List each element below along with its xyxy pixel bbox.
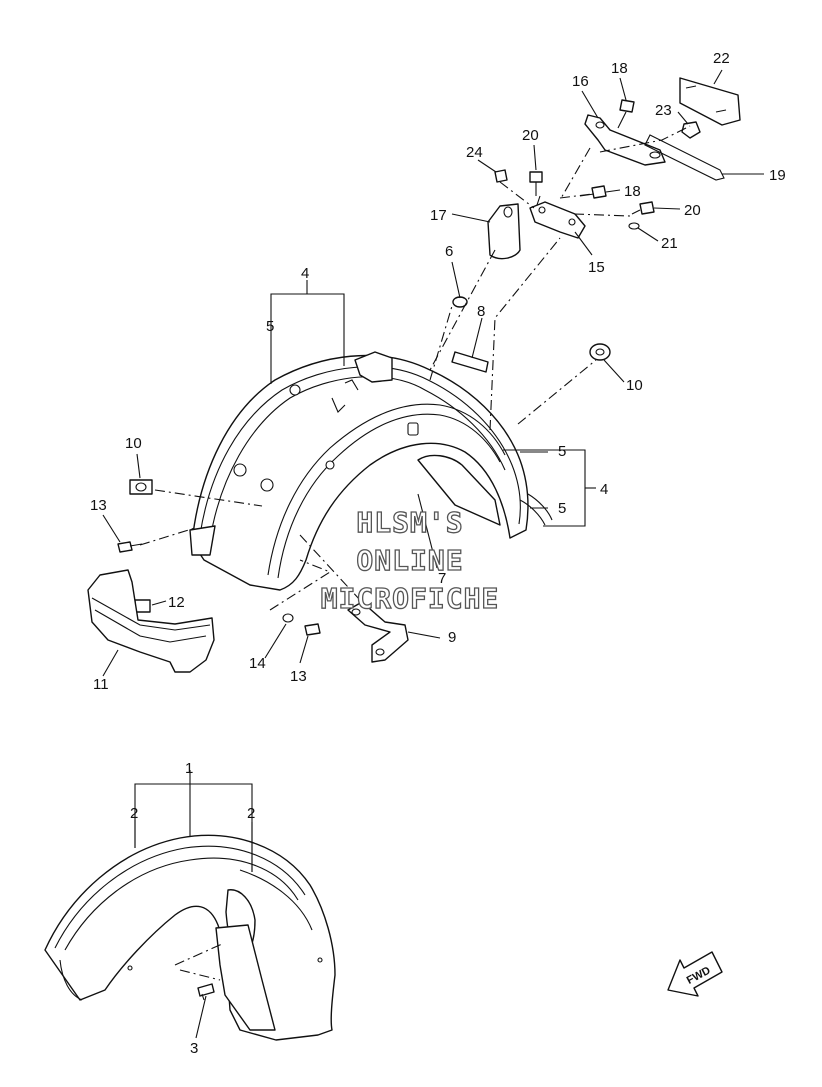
callout-20-top: 20 xyxy=(522,127,539,144)
plate-22 xyxy=(679,77,741,126)
callout-6: 6 xyxy=(445,243,453,260)
callout-5-right-bottom: 5 xyxy=(558,500,566,517)
callout-19: 19 xyxy=(769,167,786,184)
callout-15: 15 xyxy=(588,259,605,276)
washer-14 xyxy=(282,613,294,623)
watermark-line-2: ONLINE xyxy=(356,544,463,577)
callout-2-left: 2 xyxy=(130,805,138,822)
rear-fender xyxy=(189,351,529,591)
bolt-3 xyxy=(197,983,215,997)
callout-10-right: 10 xyxy=(626,377,643,394)
callout-7: 7 xyxy=(438,570,446,587)
callout-5-left: 5 xyxy=(266,318,274,335)
callout-18-mid: 18 xyxy=(624,183,641,200)
callout-18-top: 18 xyxy=(611,60,628,77)
callout-10-left: 10 xyxy=(125,435,142,452)
bracket-15 xyxy=(529,201,586,239)
callout-8: 8 xyxy=(477,303,485,320)
callout-2-right: 2 xyxy=(247,805,255,822)
callout-22: 22 xyxy=(713,50,730,67)
fwd-arrow-icon: FWD xyxy=(667,951,723,997)
callout-3: 3 xyxy=(190,1040,198,1057)
bolt-18b xyxy=(591,185,607,199)
watermark-line-1: HLSM'S xyxy=(356,506,463,539)
assembly-lines xyxy=(139,125,691,981)
callout-23: 23 xyxy=(655,102,672,119)
rear-bracket-assembly xyxy=(487,77,741,260)
watermark-line-3: MICROFICHE xyxy=(321,582,500,615)
watermark: HLSM'S ONLINE MICROFICHE xyxy=(320,505,500,615)
bolt-13-left xyxy=(117,541,133,553)
callout-12: 12 xyxy=(168,594,185,611)
leader-lines xyxy=(102,69,764,1039)
bolt-18a xyxy=(619,99,635,113)
callout-14: 14 xyxy=(249,655,266,672)
front-fender xyxy=(44,834,336,1041)
callout-11: 11 xyxy=(93,676,109,693)
callout-4-right: 4 xyxy=(600,481,608,498)
nut-24 xyxy=(494,169,508,183)
callout-4-top: 4 xyxy=(301,265,309,282)
small-parts xyxy=(117,296,611,663)
nut-23 xyxy=(681,121,701,139)
bolt-20a xyxy=(529,171,543,183)
callout-13-left: 13 xyxy=(90,497,107,514)
callout-1: 1 xyxy=(185,760,193,777)
callout-21: 21 xyxy=(661,235,678,252)
bolt-13-lower xyxy=(304,623,321,636)
bracket-16 xyxy=(584,114,666,166)
callout-5-right-top: 5 xyxy=(558,443,566,460)
callout-9: 9 xyxy=(448,629,456,646)
tape-8 xyxy=(451,351,489,373)
callout-20-right: 20 xyxy=(684,202,701,219)
callout-numbers: 1 2 2 3 4 4 5 5 5 6 7 8 9 10 10 11 12 13… xyxy=(90,50,786,1057)
mudflap-11 xyxy=(87,569,215,673)
callout-24: 24 xyxy=(466,144,483,161)
callout-16: 16 xyxy=(572,73,589,90)
nut-12 xyxy=(134,599,151,613)
bolt-20b xyxy=(639,201,655,215)
bracket-9 xyxy=(347,601,409,663)
washer-21 xyxy=(628,222,640,230)
fender-trim-strips xyxy=(519,493,553,526)
callout-17: 17 xyxy=(430,207,447,224)
callout-13-lower: 13 xyxy=(290,668,307,685)
